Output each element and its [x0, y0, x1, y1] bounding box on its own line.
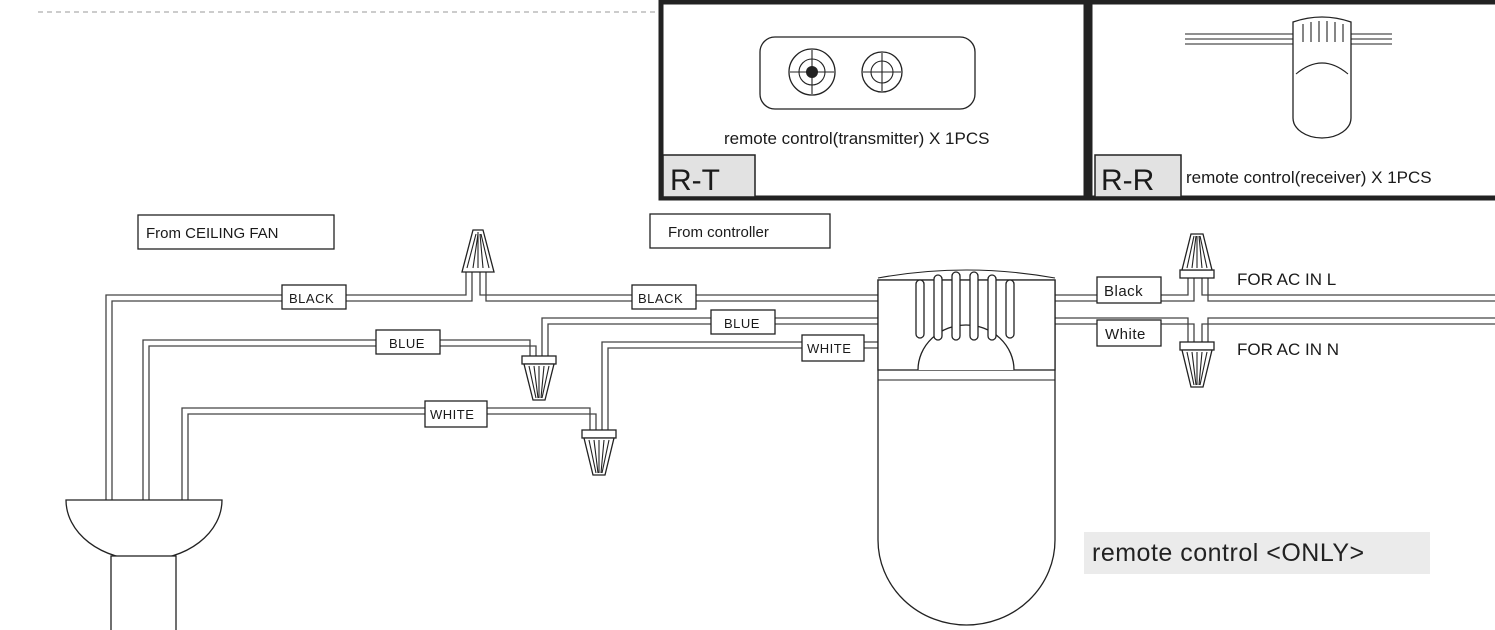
note-background: [1084, 532, 1430, 574]
svg-text:Black: Black: [1104, 283, 1143, 300]
wire-label-fan-white: WHITE: [424, 400, 488, 428]
svg-text:BLUE: BLUE: [724, 316, 760, 331]
wire-nut-white: [581, 429, 617, 476]
wire-label-fan-black: BLACK: [281, 284, 347, 310]
ac-neutral-label: FOR AC IN N: [1237, 340, 1339, 359]
transmitter-panel: remote control(transmitter) X 1PCS R-T: [658, 0, 1089, 201]
svg-text:BLACK: BLACK: [638, 291, 683, 306]
receiver-tag-box: [1094, 154, 1182, 198]
receiver-unit: [877, 269, 1056, 626]
transmitter-tag: R-T: [670, 164, 720, 197]
wire-label-ctrl-blue: BLUE: [710, 309, 776, 335]
remote-only-note: remote control <ONLY>: [1092, 539, 1365, 567]
wires: [105, 270, 1495, 500]
svg-text:BLUE: BLUE: [389, 336, 425, 351]
wire-label-fan-blue: BLUE: [375, 329, 441, 355]
transmitter-caption: remote control(transmitter) X 1PCS: [724, 129, 989, 148]
transmitter-remote-icon: [759, 36, 976, 110]
svg-text:WHITE: WHITE: [430, 407, 474, 422]
controller-source-label: From controller: [668, 224, 769, 241]
ceiling-fan-source-box: [137, 214, 335, 250]
wire-nut-blue: [521, 355, 557, 401]
wire-label-ac-black: Black: [1096, 276, 1162, 304]
svg-text:WHITE: WHITE: [807, 341, 851, 356]
wire-label-ctrl-white: WHITE: [801, 334, 865, 362]
receiver-tag: R-R: [1101, 164, 1154, 197]
ceiling-fan-source-label: From CEILING FAN: [146, 225, 279, 242]
transmitter-tag-box: [662, 154, 756, 198]
svg-text:BLACK: BLACK: [289, 291, 334, 306]
ceiling-fan-canopy: [65, 499, 223, 630]
wire-nut-ac-neutral: [1179, 341, 1215, 388]
wire-nut-black: [461, 229, 495, 273]
receiver-panel: R-R remote control(receiver) X 1PCS: [1087, 0, 1495, 201]
wire-label-ac-white: White: [1096, 319, 1162, 347]
ac-line-label: FOR AC IN L: [1237, 270, 1336, 289]
controller-source-box: [649, 213, 831, 249]
receiver-module-icon: [1185, 16, 1392, 139]
wire-nut-ac-line: [1179, 233, 1215, 279]
wire-label-ctrl-black: BLACK: [631, 284, 697, 310]
receiver-caption: remote control(receiver) X 1PCS: [1186, 168, 1432, 187]
svg-text:White: White: [1105, 326, 1146, 343]
